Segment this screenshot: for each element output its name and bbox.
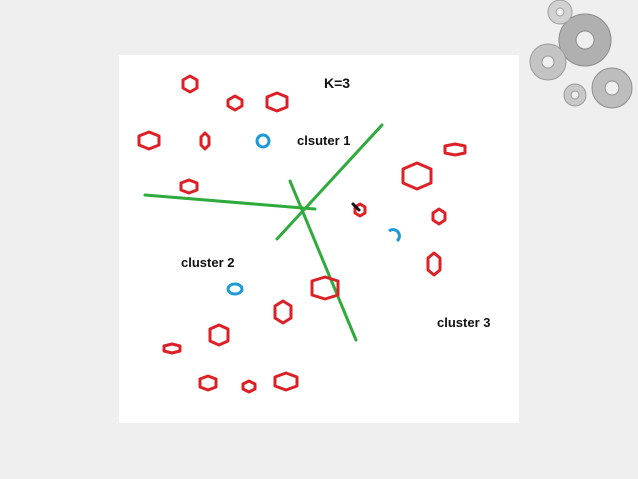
data-points bbox=[137, 74, 467, 394]
data-point bbox=[273, 371, 299, 392]
centroid-marker bbox=[255, 133, 271, 149]
boundary-line bbox=[275, 123, 384, 241]
diagram-title: K=3 bbox=[324, 75, 351, 91]
centroid-marker bbox=[388, 228, 401, 243]
move-mark bbox=[351, 202, 361, 212]
move-marks bbox=[351, 202, 361, 212]
data-point bbox=[179, 178, 199, 195]
data-point bbox=[198, 374, 218, 392]
data-point bbox=[310, 275, 340, 301]
gear-icon bbox=[563, 83, 587, 107]
data-point bbox=[137, 130, 161, 151]
data-point bbox=[226, 94, 244, 112]
data-point bbox=[401, 161, 433, 191]
centroids bbox=[226, 133, 401, 296]
data-point bbox=[426, 251, 442, 277]
gear-icon bbox=[547, 0, 573, 25]
data-point bbox=[199, 131, 211, 151]
cluster-1-label: clsuter 1 bbox=[297, 133, 351, 148]
cluster-2-label: cluster 2 bbox=[181, 255, 235, 270]
cluster-diagram bbox=[137, 74, 467, 394]
data-point bbox=[431, 207, 447, 226]
diagram-panel: K=3 clsuter 1 cluster 2 cluster 3 bbox=[119, 55, 519, 423]
data-point bbox=[181, 74, 199, 94]
boundary-line bbox=[143, 193, 317, 211]
centroid-marker bbox=[226, 282, 244, 296]
cluster-3-label: cluster 3 bbox=[437, 315, 491, 330]
data-point bbox=[162, 342, 182, 355]
data-point bbox=[241, 379, 257, 394]
data-point bbox=[208, 323, 230, 347]
gear-icon bbox=[591, 67, 633, 109]
data-point bbox=[443, 142, 467, 157]
boundary-lines bbox=[143, 123, 384, 342]
data-point bbox=[273, 299, 293, 325]
gear-icon bbox=[529, 43, 567, 81]
gear-icon bbox=[558, 13, 612, 67]
data-point bbox=[265, 91, 289, 113]
boundary-line bbox=[288, 179, 358, 342]
